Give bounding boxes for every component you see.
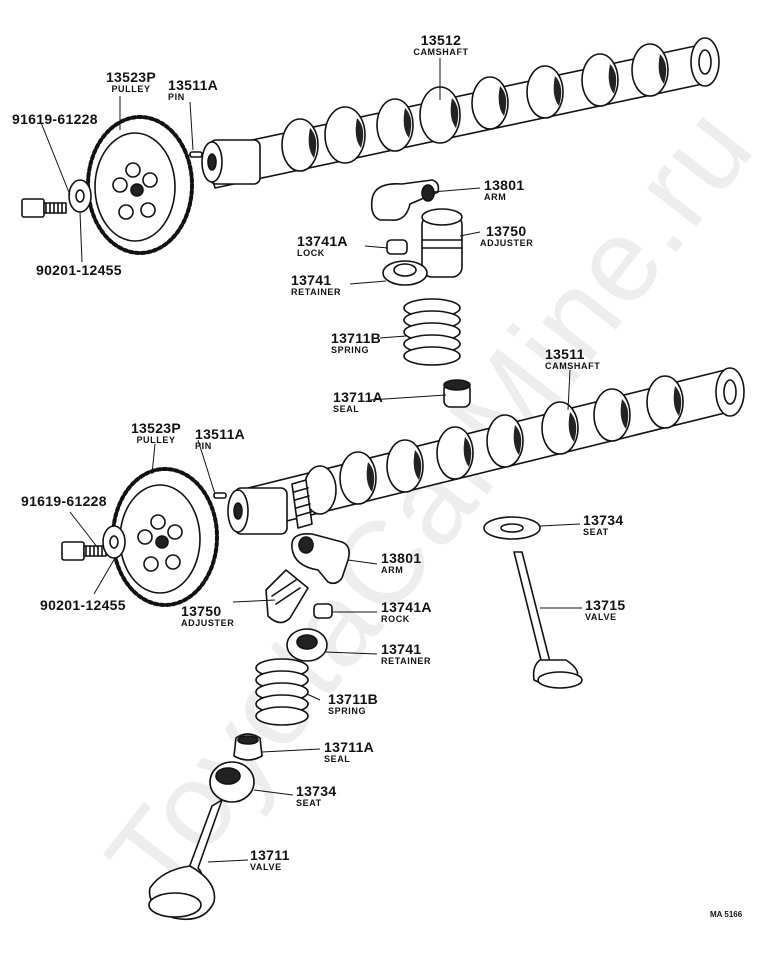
part-label-13750-upper: 13750 ADJUSTER [480,223,534,248]
part-label-13523p-lower: 13523P PULLEY [130,420,182,445]
part-label-13801-lower: 13801 ARM [381,550,422,575]
upper-rocker-arm [370,179,440,221]
right-seat [483,516,541,540]
upper-pulley [86,115,194,255]
part-label-13512: 13512 CAMSHAFT [413,32,469,57]
part-label-13511a-lower: 13511A PIN [195,426,246,451]
upper-retainer [382,260,428,286]
part-label-90201-lower: 90201-12455 [40,597,126,613]
lower-lock [313,603,333,619]
part-label-13741-lower: 13741 RETAINER [381,641,432,666]
upper-seal [443,379,471,408]
lower-spring [255,658,309,726]
part-label-13801-upper: 13801 ARM [484,177,525,202]
part-label-13741a-lower: 13741A ROCK [381,599,432,624]
upper-camshaft [201,37,720,189]
lower-rocker-arm [291,532,350,585]
lower-bolt [61,541,107,561]
part-label-13523p-upper: 13523P PULLEY [105,69,157,94]
part-label-13715: 13715 VALVE [585,597,626,622]
diagram-code: MA 5166 [710,910,743,919]
lower-seat [209,761,255,803]
upper-lock [386,239,408,255]
part-label-13711a-lower: 13711A SEAL [324,739,375,764]
part-label-13734-lower: 13734 SEAT [296,783,337,808]
part-label-13750-lower: 13750 ADJUSTER [181,603,235,628]
lower-seal [233,733,263,761]
lower-washer [102,525,126,559]
lower-valve [148,799,223,921]
right-valve [513,551,583,689]
lower-camshaft [227,367,745,535]
part-label-91619-upper: 91619-61228 [12,111,98,127]
lower-adjuster [265,569,309,624]
part-label-13511a-upper: 13511A PIN [168,77,219,102]
upper-adjuster [421,208,463,278]
upper-bolt [21,198,67,218]
part-label-13741a-upper: 13741A LOCK [297,233,348,258]
upper-spring [403,298,461,366]
part-label-13734-right: 13734 SEAT [583,512,624,537]
part-label-90201-upper: 90201-12455 [36,262,122,278]
part-label-13741-upper: 13741 RETAINER [291,272,342,297]
upper-pin [189,151,203,158]
part-label-13711: 13711 VALVE [250,847,290,872]
part-label-13711b-lower: 13711B SPRING [328,691,379,716]
part-label-13711a-upper: 13711A SEAL [333,389,384,414]
part-label-13711b-upper: 13711B SPRING [331,330,382,355]
lower-pulley [111,467,219,607]
part-label-13511: 13511 CAMSHAFT [545,346,601,371]
lower-pin [213,492,227,499]
upper-washer [68,179,92,213]
part-label-91619-lower: 91619-61228 [21,493,107,509]
lower-retainer [286,628,328,662]
